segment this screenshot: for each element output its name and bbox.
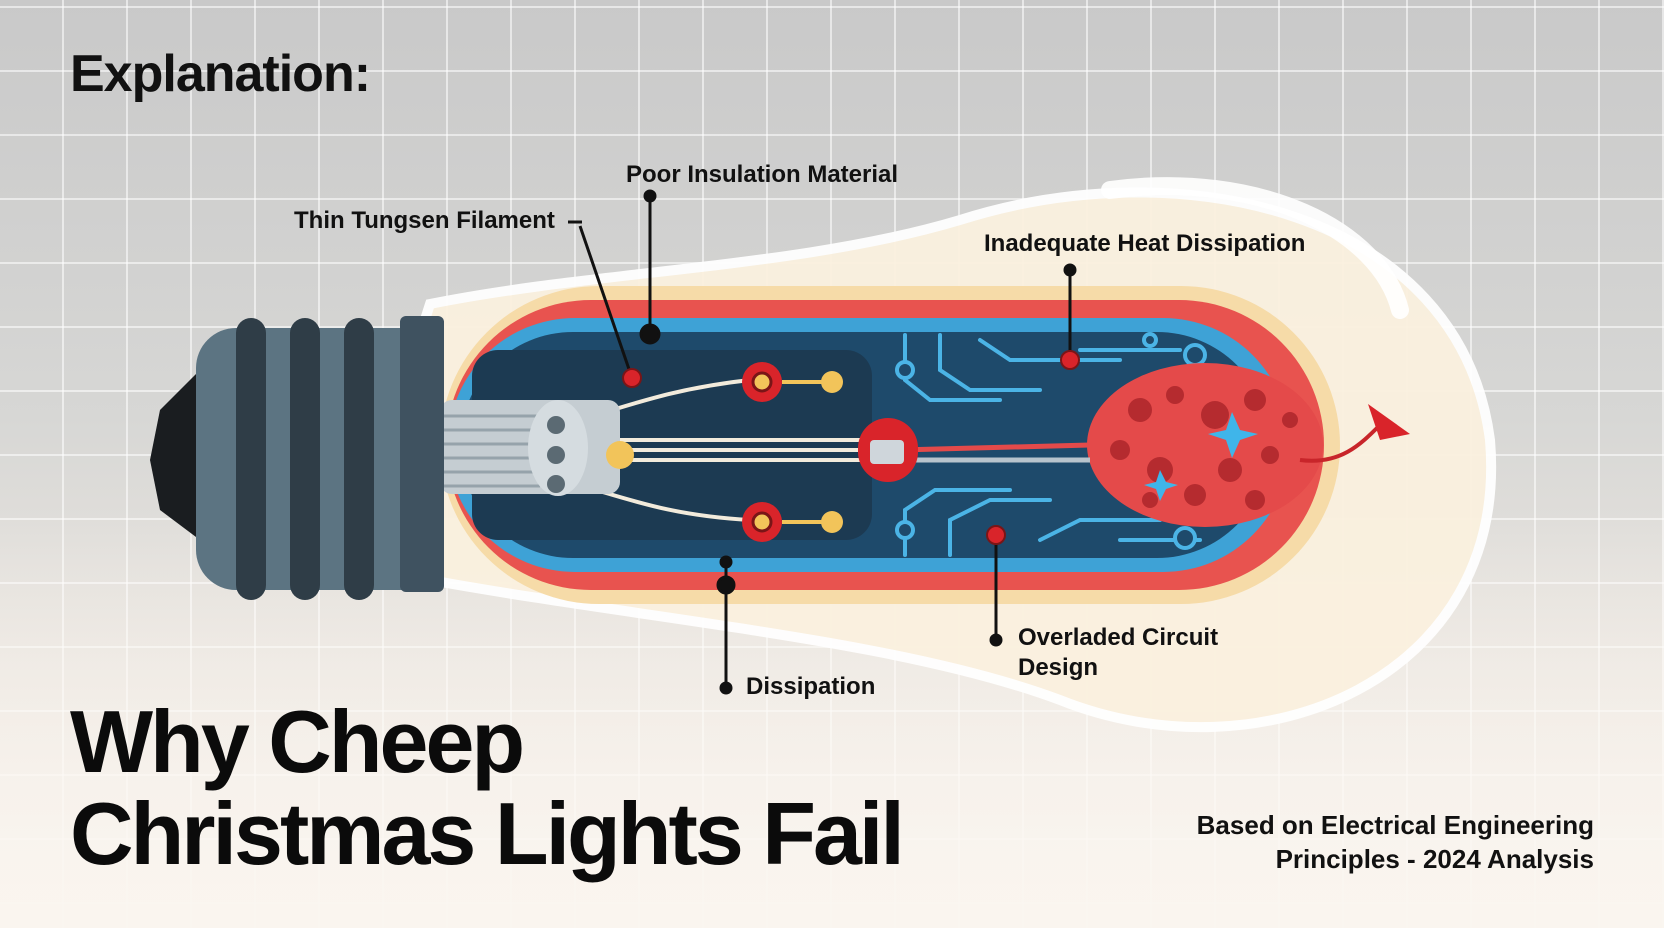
label-overloaded-circuit-line1: Overladed Circuit: [1018, 624, 1219, 651]
contact-bottom: [742, 502, 843, 542]
bulb-highlight: [1101, 177, 1409, 319]
title-line-1: Why Cheep: [70, 692, 525, 791]
escaping-filament: [1299, 423, 1382, 463]
base-collar: [400, 316, 444, 592]
label-thin-filament: Thin Tungsen Filament: [294, 207, 555, 234]
connector-ribs: [444, 414, 540, 488]
connector-pins: [547, 416, 565, 493]
arrow-head-icon: [1368, 404, 1410, 440]
credit-line-2: Principles - 2024 Analysis: [1275, 844, 1594, 874]
page-title: Why Cheep Christmas Lights Fail: [70, 692, 905, 883]
label-dissipation: Dissipation: [746, 673, 876, 700]
callout-leaders: [568, 189, 1080, 695]
contact-top: [742, 362, 843, 402]
base-tip: [150, 370, 200, 540]
explanation-heading: Explanation:: [70, 45, 371, 103]
title-line-2: Christmas Lights Fail: [70, 784, 905, 883]
source-credit: Based on Electrical Engineering Principl…: [1197, 808, 1594, 876]
overheated-wire: [899, 442, 1091, 453]
label-overloaded-circuit-line2: Design: [1018, 654, 1099, 681]
screw-threads: [236, 318, 374, 600]
filament-bead: [606, 441, 634, 469]
label-heat-dissipation: Inadequate Heat Dissipation: [984, 230, 1306, 257]
spark-star: [1208, 412, 1258, 458]
filament-marker: [622, 368, 642, 388]
center-junction-clip: [870, 440, 904, 464]
hotspot-bubbles: [1110, 386, 1298, 510]
circuit-marker: [986, 525, 1006, 545]
credit-line-1: Based on Electrical Engineering: [1196, 810, 1594, 840]
label-overloaded-circuit: Overladed Circuit Design: [1018, 623, 1218, 683]
heat-marker: [1060, 350, 1080, 370]
circuit-nodes: [895, 332, 1207, 550]
spark-star-small: [1144, 470, 1178, 501]
label-poor-insulation: Poor Insulation Material: [626, 161, 899, 188]
